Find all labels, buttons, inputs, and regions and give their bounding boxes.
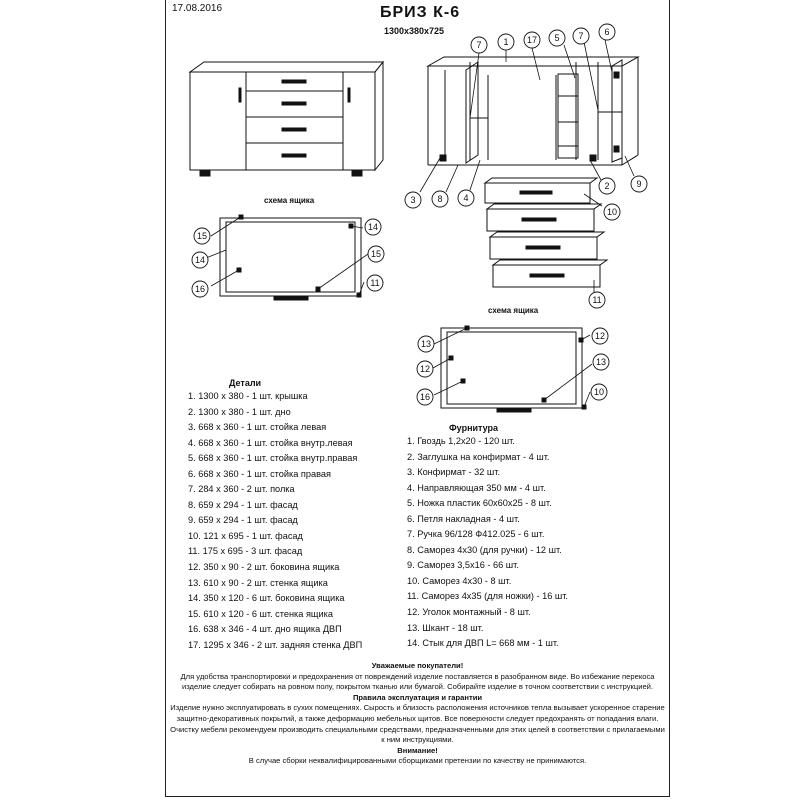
details-item: 7. 284 x 360 - 2 шт. полка — [188, 484, 295, 495]
hardware-item: 8. Саморез 4х30 (для ручки) - 12 шт. — [407, 544, 562, 555]
hardware-item: 2. Заглушка на конфирмат - 4 шт. — [407, 451, 550, 462]
hardware-item: 5. Ножка пластик 60х60х25 - 8 шт. — [407, 498, 552, 509]
hardware-item: 3. Конфирмат - 32 шт. — [407, 467, 501, 478]
hardware-item: 10. Саморез 4х30 - 8 шт. — [407, 575, 512, 586]
hardware-item: 12. Уголок монтажный - 8 шт. — [407, 607, 531, 618]
hardware-item: 4. Направляющая 350 мм - 4 шт. — [407, 482, 546, 493]
details-item: 10. 121 x 695 - 1 шт. фасад — [188, 530, 303, 541]
drawer-scheme-caption-left: схема ящика — [264, 196, 315, 205]
details-item: 8. 659 x 294 - 1 шт. фасад — [188, 499, 298, 510]
hardware-item: 7. Ручка 96/128 Ф412.025 - 6 шт. — [407, 529, 545, 540]
callout-numbers: 7 1 17 5 7 6 3 8 4 2 9 10 11 15 14 16 14… — [195, 27, 642, 402]
drawer-scheme-caption-right: схема ящика — [488, 306, 539, 315]
callout-label: 12 — [595, 331, 605, 341]
callout-label: 1 — [503, 37, 508, 47]
callout-label: 9 — [636, 179, 641, 189]
notes-attention-title: Внимание! — [397, 745, 438, 755]
callout-label: 3 — [410, 195, 415, 205]
callout-label: 2 — [604, 181, 609, 191]
callout-label: 4 — [463, 193, 468, 203]
hardware-item: 11. Саморез 4х35 (для ножки) - 16 шт. — [407, 591, 568, 602]
hardware-item: 14. Стык для ДВП L= 668 мм - 1 шт. — [407, 638, 559, 649]
product-dimensions: 1300x380x725 — [384, 26, 445, 36]
callout-label: 11 — [592, 295, 601, 305]
notes-attention: В случае сборки неквалифицированными сбо… — [248, 756, 587, 766]
assembled-cabinet-drawing — [188, 60, 385, 177]
callout-label: 16 — [195, 284, 205, 294]
details-item: 6. 668 x 360 - 1 шт. стойка правая — [188, 468, 331, 479]
customer-notes: Уважаемые покупатели! Для удобства транс… — [168, 661, 667, 767]
callout-label: 6 — [604, 27, 609, 37]
details-list: 1. 1300 x 380 - 1 шт. крышка 2. 1300 x 3… — [188, 389, 362, 653]
callout-label: 14 — [195, 255, 205, 265]
details-item: 1. 1300 x 380 - 1 шт. крышка — [188, 391, 308, 401]
notes-intro: Для удобства транспортировки и предохран… — [180, 671, 655, 692]
callout-label: 13 — [596, 357, 606, 367]
details-item: 5. 668 x 360 - 1 шт. стойка внутр.правая — [188, 453, 358, 464]
callout-label: 17 — [527, 35, 537, 45]
notes-greeting: Уважаемые покупатели! — [371, 661, 464, 670]
details-item: 4. 668 x 360 - 1 шт. стойка внутр.левая — [188, 437, 353, 448]
details-item: 12. 350 x 90 - 2 шт. боковина ящика — [188, 562, 340, 573]
details-item: 2. 1300 x 380 - 1 шт. дно — [188, 406, 291, 417]
instruction-sheet — [165, 0, 670, 797]
exploded-cabinet-drawing — [426, 56, 640, 166]
drawer-scheme-left — [219, 214, 362, 301]
callout-label: 10 — [594, 387, 604, 397]
callout-label: 15 — [197, 231, 207, 241]
details-item: 9. 659 x 294 - 1 шт. фасад — [188, 515, 298, 526]
details-item: 16. 638 x 346 - 4 шт. дно ящика ДВП — [188, 624, 342, 635]
details-item: 11. 175 x 695 - 3 шт. фасад — [188, 546, 303, 557]
details-item: 13. 610 x 90 - 2 шт. стенка ящика — [188, 577, 328, 588]
callout-leaders — [205, 39, 635, 408]
details-item: 15. 610 x 120 - 6 шт. стенка ящика — [188, 608, 333, 619]
hardware-item: 9. Саморез 3,5х16 - 66 шт. — [407, 560, 519, 571]
callout-label: 10 — [607, 207, 617, 217]
callout-label: 7 — [476, 40, 481, 50]
hardware-item: 1. Гвоздь 1,2х20 - 120 шт. — [407, 436, 515, 446]
callout-label: 7 — [578, 31, 583, 41]
callout-label: 16 — [420, 392, 430, 402]
hardware-item: 6. Петля накладная - 4 шт. — [407, 513, 520, 524]
drawer-scheme-right — [440, 325, 587, 413]
document-date: 17.08.2016 — [172, 3, 223, 14]
details-item: 14. 350 x 120 - 6 шт. боковина ящика — [188, 593, 345, 604]
callout-label: 12 — [420, 364, 430, 374]
details-item: 17. 1295 x 346 - 2 шт. задняя стенка ДВП — [188, 639, 363, 650]
callout-label: 15 — [371, 249, 381, 259]
hardware-list: 1. Гвоздь 1,2х20 - 120 шт. 2. Заглушка н… — [407, 434, 568, 652]
callout-label: 13 — [421, 339, 431, 349]
callout-label: 8 — [437, 194, 442, 204]
callout-circles — [191, 23, 648, 406]
hardware-title: Фурнитура — [449, 423, 499, 433]
hardware-item: 13. Шкант - 18 шт. — [407, 622, 484, 633]
details-title: Детали — [229, 378, 262, 388]
notes-rules: Изделие нужно эксплуатировать в сухих по… — [170, 703, 665, 745]
notes-rules-title: Правила эксплуатация и гарантии — [352, 692, 483, 702]
callout-label: 5 — [554, 33, 559, 43]
callout-label: 11 — [370, 278, 379, 288]
callout-label: 14 — [368, 222, 378, 232]
details-item: 3. 668 x 360 - 1 шт. стойка левая — [188, 422, 327, 433]
drawer-stack-drawing — [483, 177, 609, 288]
product-title: БРИЗ К-6 — [380, 4, 461, 21]
